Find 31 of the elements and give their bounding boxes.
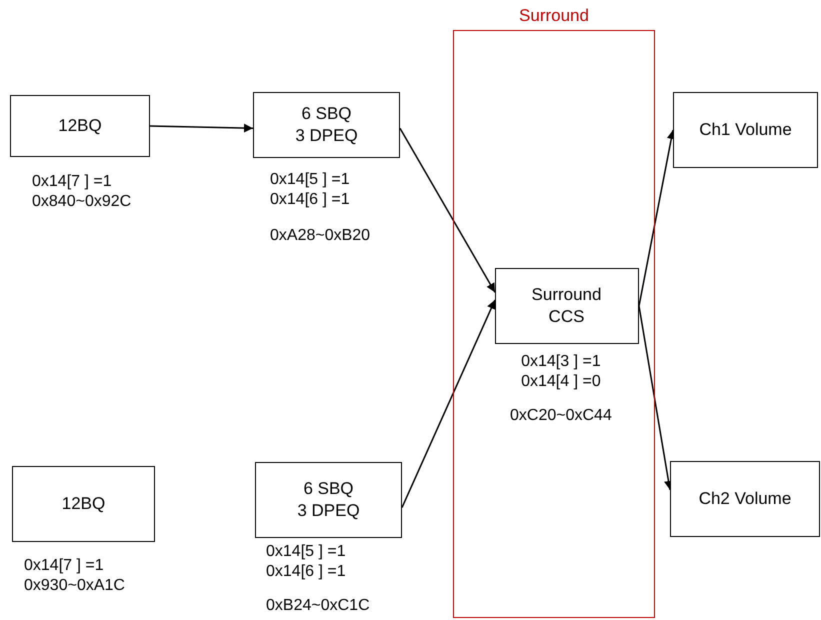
process-box	[12, 466, 155, 542]
arrow	[401, 300, 496, 508]
box-label: Ch1 Volume	[699, 119, 792, 141]
register-note: 0xC20~0xC44	[510, 406, 612, 426]
process-box	[670, 461, 820, 537]
register-note: 0x14[6 ] =1	[266, 562, 346, 582]
register-note: 0xB24~0xC1C	[266, 596, 370, 616]
process-box	[255, 462, 402, 538]
register-note: 0x14[3 ] =1	[521, 352, 601, 372]
box-label: 6 SBQ 3 DPEQ	[296, 478, 360, 522]
group-title: Surround	[518, 6, 590, 26]
process-box	[10, 95, 150, 157]
process-box	[673, 92, 818, 168]
register-note: 0x14[5 ] =1	[266, 542, 346, 562]
register-note: 0x14[6 ] =1	[270, 190, 350, 210]
box-label: Ch2 Volume	[698, 488, 792, 510]
register-note: 0x930~0xA1C	[24, 576, 125, 596]
box-label: 12BQ	[62, 493, 106, 515]
register-note: 0x840~0x92C	[32, 192, 132, 212]
arrow	[150, 124, 254, 133]
register-note: 0x14[7 ] =1	[32, 172, 112, 192]
box-label: Surround CCS	[530, 284, 602, 328]
process-box	[494, 268, 638, 344]
arrow	[399, 128, 496, 293]
register-note: 0x14[7 ] =1	[24, 556, 104, 576]
register-note: 0x14[5 ] =1	[270, 170, 350, 190]
box-label: 6 SBQ 3 DPEQ	[294, 103, 358, 147]
box-label: 12BQ	[58, 115, 102, 137]
process-box	[253, 92, 400, 158]
register-note: 0x14[4 ] =0	[521, 372, 601, 392]
register-note: 0xA28~0xB20	[270, 226, 370, 246]
